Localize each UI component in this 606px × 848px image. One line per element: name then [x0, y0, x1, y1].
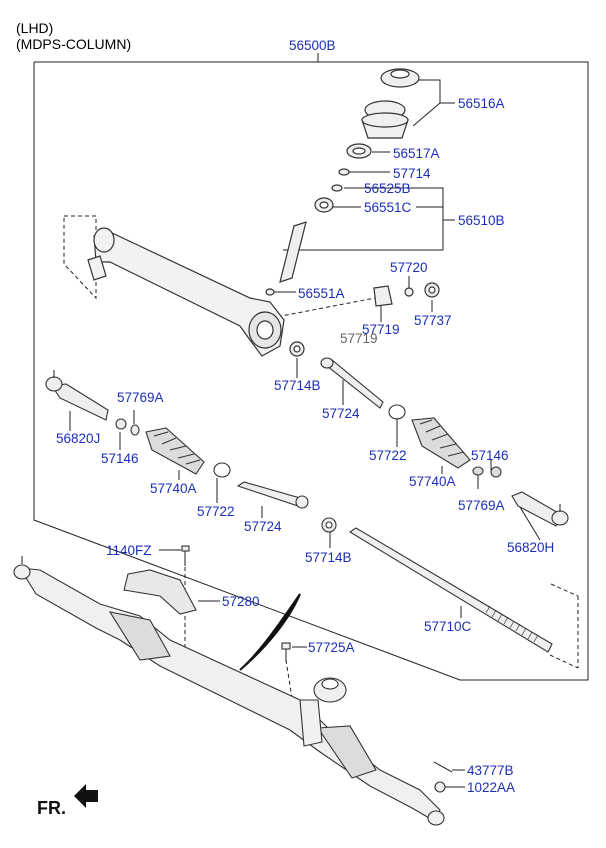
label-56517a: 56517A	[393, 146, 440, 161]
label-57737: 57737	[414, 313, 452, 328]
label-1022aa: 1022AA	[467, 780, 516, 795]
label-57714: 57714	[393, 166, 431, 181]
fr-arrow-icon	[74, 784, 98, 808]
label-57722-right: 57722	[369, 448, 407, 463]
boot-right	[411, 417, 502, 478]
exploded-view-frame	[33, 61, 589, 681]
label-57146-left: 57146	[101, 451, 139, 466]
label-57714b-lower: 57714B	[305, 550, 352, 565]
label-56551c: 56551C	[364, 200, 412, 215]
label-57719-ghost: 57719	[340, 331, 378, 346]
label-57280: 57280	[222, 594, 260, 609]
label-57722-left: 57722	[197, 504, 235, 519]
rack-housing	[87, 227, 285, 357]
label-56551a: 56551A	[298, 286, 345, 301]
label-57720: 57720	[390, 260, 428, 275]
label-57740a-right: 57740A	[409, 474, 456, 489]
label-57769a-right: 57769A	[458, 498, 505, 513]
label-57714b-upper: 57714B	[274, 378, 321, 393]
label-43777b: 43777B	[467, 763, 514, 778]
tie-rod-end-right	[511, 491, 569, 527]
header-lhd: (LHD)	[16, 20, 54, 36]
bracket-57280	[123, 569, 197, 615]
assembled-steering-gear	[13, 556, 445, 826]
label-57146-right: 57146	[471, 448, 509, 463]
label-56525b: 56525B	[364, 181, 411, 196]
label-56820j: 56820J	[56, 431, 101, 446]
label-56500b: 56500B	[289, 38, 336, 53]
rack-bar	[348, 527, 553, 653]
boot-left	[145, 427, 231, 478]
assembly-arrow	[239, 593, 301, 671]
label-56820h: 56820H	[507, 540, 555, 555]
label-1140fz: 1140FZ	[106, 543, 152, 558]
label-56516a: 56516A	[458, 96, 505, 111]
header-mdps: (MDPS-COLUMN)	[16, 36, 132, 52]
front-direction-label: FR.	[37, 798, 66, 818]
label-57724-lower: 57724	[244, 519, 282, 534]
label-57769a-left: 57769A	[117, 390, 164, 405]
label-57719: 57719	[362, 322, 400, 337]
label-57710c: 57710C	[424, 619, 472, 634]
label-57740a-left: 57740A	[150, 481, 197, 496]
tie-rod-end-left	[45, 370, 140, 436]
label-56510b: 56510B	[458, 213, 505, 228]
label-57724-upper: 57724	[322, 406, 360, 421]
label-57725a: 57725A	[308, 640, 355, 655]
